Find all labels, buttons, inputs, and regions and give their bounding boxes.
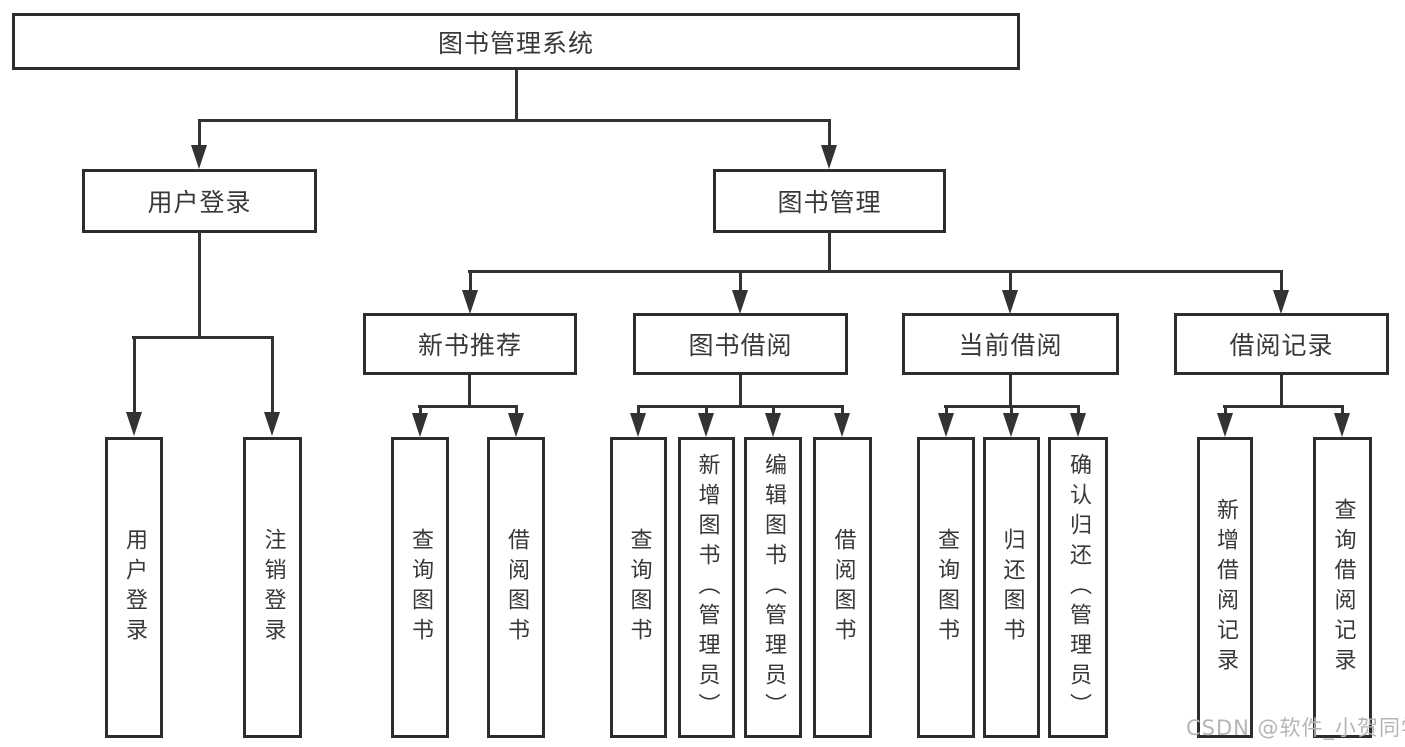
leaf-label: 新增图书（管理员） <box>694 452 720 723</box>
leaf-label: 确认归还（管理员） <box>1066 452 1091 723</box>
arrowhead-down-icon <box>412 413 428 437</box>
arrowhead-down-icon <box>765 413 781 437</box>
connector-arrow-stub <box>469 270 472 292</box>
arrowhead-down-icon <box>264 412 280 436</box>
leaf-label: 借阅图书 <box>830 527 856 648</box>
leaf-label: 归还图书 <box>999 527 1025 648</box>
connector-line-horizontal <box>1223 405 1344 408</box>
arrowhead-down-icon <box>1217 413 1233 437</box>
node-root: 图书管理系统 <box>12 13 1020 70</box>
connector-line-vertical <box>828 232 831 272</box>
node-label: 新书推荐 <box>417 331 522 360</box>
arrowhead-down-icon <box>126 412 142 436</box>
arrowhead-down-icon <box>191 145 207 169</box>
connector-arrow-stub <box>841 405 844 415</box>
connector-line-vertical <box>515 70 518 121</box>
connector-line-vertical <box>198 232 201 337</box>
watermark: CSDN @软件_小贺同学 <box>1186 716 1405 740</box>
node-borrow-records: 借阅记录 <box>1174 313 1389 375</box>
leaf-logout: 注销登录 <box>243 437 302 738</box>
connector-arrow-stub <box>772 405 775 415</box>
leaf-label: 注销登录 <box>260 527 286 648</box>
arrowhead-down-icon <box>834 413 850 437</box>
node-label: 图书管理系统 <box>437 28 594 58</box>
leaf-query-books-recommend: 查询图书 <box>391 437 449 738</box>
arrowhead-down-icon <box>1273 290 1289 314</box>
connector-arrow-stub <box>1224 405 1227 415</box>
leaf-query-books-borrow: 查询图书 <box>610 437 667 738</box>
node-new-book-recommend: 新书推荐 <box>363 313 577 375</box>
connector-arrow-stub <box>1077 405 1080 415</box>
connector-line-horizontal <box>637 405 844 408</box>
leaf-label: 查询借阅记录 <box>1330 497 1356 678</box>
arrowhead-down-icon <box>732 290 748 314</box>
connector-arrow-stub <box>1280 270 1283 292</box>
connector-arrow-stub <box>1341 405 1344 415</box>
node-book-borrow: 图书借阅 <box>633 313 848 375</box>
arrowhead-down-icon <box>938 413 954 437</box>
connector-arrow-stub <box>828 119 831 147</box>
arrowhead-down-icon <box>630 413 646 437</box>
leaf-label: 新增借阅记录 <box>1213 497 1238 678</box>
connector-arrow-stub <box>1009 270 1012 292</box>
node-label: 借阅记录 <box>1229 331 1334 360</box>
connector-arrow-stub <box>515 405 518 415</box>
connector-arrow-stub <box>133 336 136 414</box>
connector-arrow-stub <box>739 270 742 292</box>
arrowhead-down-icon <box>698 413 714 437</box>
connector-line-horizontal <box>468 270 1283 273</box>
arrowhead-down-icon <box>1070 413 1086 437</box>
connector-line-vertical <box>1280 375 1283 406</box>
node-label: 当前借阅 <box>958 331 1063 360</box>
node-book-management: 图书管理 <box>713 169 946 233</box>
leaf-label: 编辑图书（管理员） <box>761 452 786 723</box>
leaf-add-book-admin: 新增图书（管理员） <box>678 437 735 738</box>
leaf-label: 用户登录 <box>122 527 147 648</box>
connector-arrow-stub <box>271 336 274 414</box>
leaf-label: 查询图书 <box>626 527 652 648</box>
node-label: 图书借阅 <box>688 331 793 360</box>
node-user-login: 用户登录 <box>82 169 317 233</box>
leaf-confirm-return-admin: 确认归还（管理员） <box>1048 437 1108 738</box>
connector-arrow-stub <box>945 405 948 415</box>
arrowhead-down-icon <box>1334 413 1350 437</box>
connector-arrow-stub <box>705 405 708 415</box>
connector-arrow-stub <box>637 405 640 415</box>
leaf-add-borrow-record: 新增借阅记录 <box>1197 437 1253 738</box>
connector-arrow-stub <box>419 405 422 415</box>
leaf-borrow-books-recommend: 借阅图书 <box>487 437 545 738</box>
arrowhead-down-icon <box>821 145 837 169</box>
arrowhead-down-icon <box>1002 290 1018 314</box>
connector-line-vertical <box>468 375 471 406</box>
node-label: 用户登录 <box>147 188 252 217</box>
leaf-label: 查询图书 <box>934 527 959 648</box>
connector-line-horizontal <box>418 405 518 408</box>
arrowhead-down-icon <box>462 290 478 314</box>
leaf-borrow-books: 借阅图书 <box>813 437 872 738</box>
connector-line-vertical <box>739 375 742 406</box>
leaf-user-login: 用户登录 <box>105 437 163 738</box>
node-label: 图书管理 <box>777 188 882 217</box>
leaf-query-borrow-record: 查询借阅记录 <box>1313 437 1372 738</box>
arrowhead-down-icon <box>508 413 524 437</box>
connector-line-horizontal <box>198 119 831 122</box>
node-current-borrow: 当前借阅 <box>902 313 1119 375</box>
connector-line-horizontal <box>132 336 274 339</box>
leaf-label: 借阅图书 <box>504 527 529 648</box>
connector-line-vertical <box>1009 375 1012 406</box>
leaf-return-book: 归还图书 <box>983 437 1040 738</box>
leaf-label: 查询图书 <box>408 527 433 648</box>
arrowhead-down-icon <box>1003 413 1019 437</box>
leaf-edit-book-admin: 编辑图书（管理员） <box>744 437 802 738</box>
connector-arrow-stub <box>1010 405 1013 415</box>
leaf-query-books-current: 查询图书 <box>917 437 975 738</box>
connector-arrow-stub <box>198 119 201 147</box>
